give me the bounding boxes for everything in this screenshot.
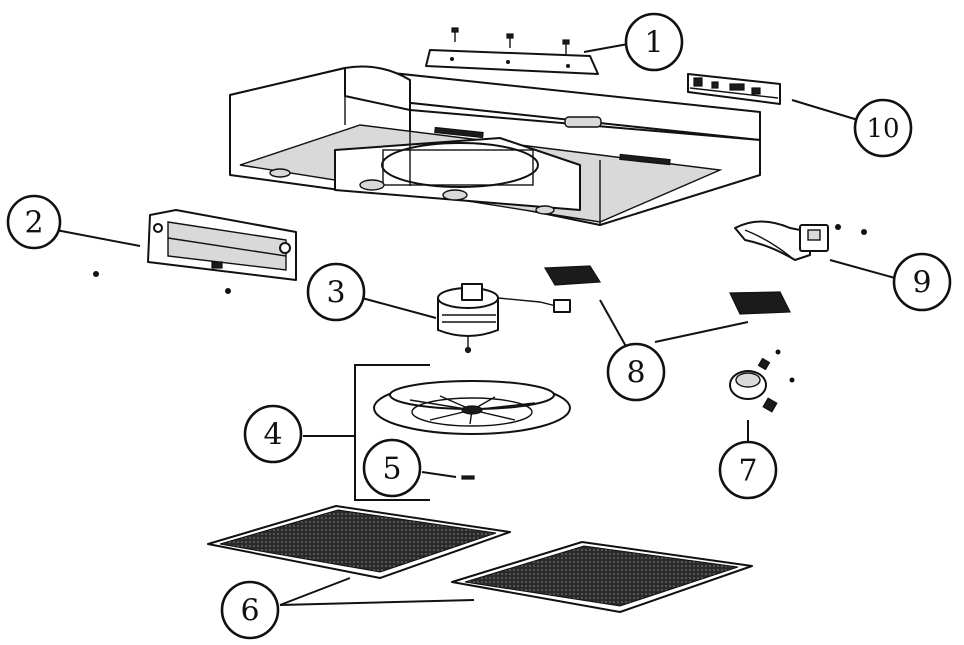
part-motor	[437, 283, 571, 354]
part-light-socket	[729, 349, 795, 413]
part-lamp-clip	[734, 220, 867, 261]
range-hood-body	[229, 65, 761, 226]
callout-2: 2	[6, 194, 62, 250]
svg-text:2: 2	[24, 206, 43, 241]
svg-text:9: 9	[912, 266, 931, 301]
plate-screws	[451, 27, 570, 54]
svg-text:1: 1	[644, 26, 663, 61]
part-light-housing	[93, 209, 297, 294]
part-switch-buttons	[543, 265, 791, 315]
part-control-board	[687, 73, 781, 105]
svg-text:6: 6	[240, 594, 259, 629]
svg-text:10: 10	[866, 114, 899, 144]
callout-6: 6	[220, 580, 280, 640]
callout-9: 9	[892, 252, 952, 312]
part-grease-filters	[207, 505, 753, 613]
part-top-cover-plate	[425, 27, 599, 75]
bracket-4	[354, 364, 430, 501]
callout-10: 10	[853, 98, 913, 158]
svg-text:3: 3	[326, 276, 345, 311]
svg-text:4: 4	[263, 418, 282, 453]
part-blower-wheel	[373, 380, 571, 435]
callout-4: 4	[243, 404, 303, 464]
svg-text:5: 5	[382, 452, 401, 487]
callout-5: 5	[362, 438, 422, 498]
leader-lines	[55, 43, 896, 606]
svg-text:8: 8	[626, 356, 645, 391]
callout-8: 8	[606, 342, 666, 402]
callout-3: 3	[306, 262, 366, 322]
svg-text:7: 7	[738, 454, 757, 489]
callout-7: 7	[718, 440, 778, 500]
callout-1: 1	[624, 12, 684, 72]
part-nut	[461, 475, 475, 480]
